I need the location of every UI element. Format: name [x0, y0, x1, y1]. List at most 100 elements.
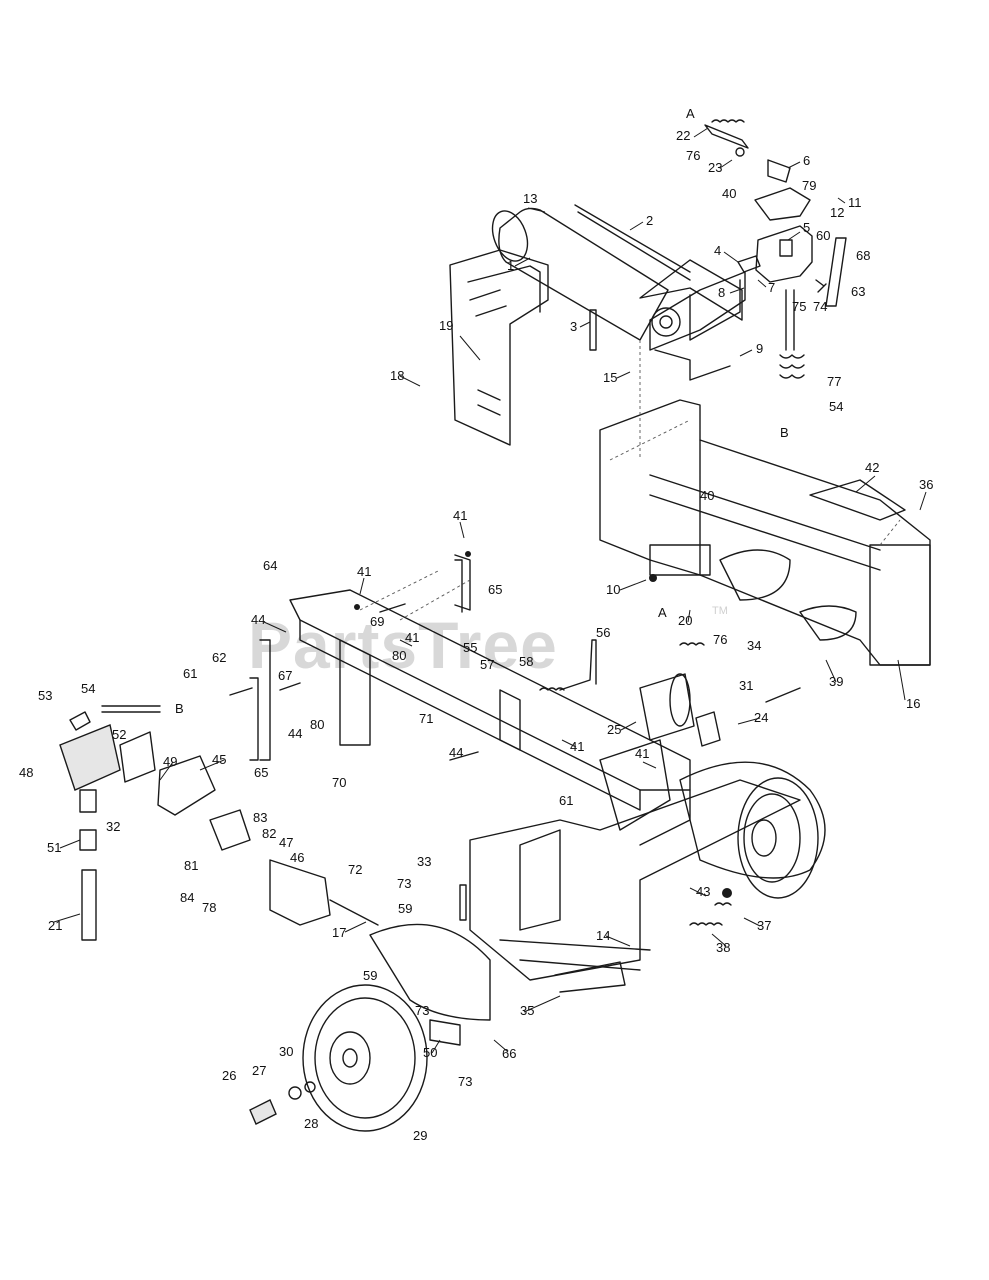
- marker-b-top: B: [780, 425, 789, 440]
- callout-75: 75: [792, 299, 806, 314]
- callout-41e: 41: [635, 746, 649, 761]
- axle-assembly: [369, 761, 826, 1046]
- pump-icon: [59, 705, 379, 941]
- callout-45: 45: [212, 752, 226, 767]
- callout-38: 38: [716, 940, 730, 955]
- control-valve-icon: [704, 119, 847, 379]
- callout-1: 1: [507, 258, 514, 273]
- callout-37: 37: [757, 918, 771, 933]
- callout-59: 59: [398, 901, 412, 916]
- callout-2: 2: [646, 213, 653, 228]
- hydraulic-cylinder-icon: [491, 204, 746, 381]
- callout-78: 78: [202, 900, 216, 915]
- callout-28: 28: [304, 1116, 318, 1131]
- callout-70: 70: [332, 775, 346, 790]
- leader-lines: [53, 127, 927, 1054]
- callout-44b: 44: [288, 726, 302, 741]
- callout-77: 77: [827, 374, 841, 389]
- mounting-bracket-19: [449, 249, 549, 446]
- beam-assembly: [599, 399, 931, 666]
- callout-57: 57: [480, 657, 494, 672]
- callout-6: 6: [803, 153, 810, 168]
- callout-10: 10: [606, 582, 620, 597]
- callout-4: 4: [714, 243, 721, 258]
- callout-73c: 73: [458, 1074, 472, 1089]
- callout-80: 80: [392, 648, 406, 663]
- callout-41b: 41: [357, 564, 371, 579]
- callout-labels: 1 2 3 4 5 6 7 8 9 10 11 12 13 14 15 16 1…: [19, 106, 933, 1143]
- callout-7: 7: [768, 280, 775, 295]
- callout-32: 32: [106, 819, 120, 834]
- callout-12: 12: [830, 205, 844, 220]
- callout-27: 27: [252, 1063, 266, 1078]
- wheel-icon: [302, 777, 819, 1132]
- callout-17: 17: [332, 925, 346, 940]
- marker-a-mid: A: [658, 605, 667, 620]
- callout-16: 16: [906, 696, 920, 711]
- callout-54b: 54: [829, 399, 843, 414]
- callout-67: 67: [278, 668, 292, 683]
- callout-61: 61: [183, 666, 197, 681]
- callout-20: 20: [678, 613, 692, 628]
- callout-42: 42: [865, 460, 879, 475]
- callout-5: 5: [803, 220, 810, 235]
- callout-41c: 41: [405, 630, 419, 645]
- callout-18: 18: [390, 368, 404, 383]
- callout-64: 64: [263, 558, 277, 573]
- callout-23: 23: [708, 160, 722, 175]
- callout-50: 50: [423, 1045, 437, 1060]
- callout-49: 49: [163, 754, 177, 769]
- callout-31: 31: [739, 678, 753, 693]
- callout-73b: 73: [415, 1003, 429, 1018]
- callout-69: 69: [370, 614, 384, 629]
- callout-55: 55: [463, 640, 477, 655]
- assembly-line: [359, 340, 901, 621]
- callout-54: 54: [81, 681, 95, 696]
- callout-29: 29: [413, 1128, 427, 1143]
- callout-76: 76: [686, 148, 700, 163]
- callout-21: 21: [48, 918, 62, 933]
- callout-30: 30: [279, 1044, 293, 1059]
- filter-icon: [639, 642, 721, 747]
- callout-41d: 41: [570, 739, 584, 754]
- callout-59b: 59: [363, 968, 377, 983]
- callout-34: 34: [747, 638, 761, 653]
- callout-25: 25: [607, 722, 621, 737]
- callout-40b: 40: [700, 488, 714, 503]
- callout-61b: 61: [559, 793, 573, 808]
- callout-22: 22: [676, 128, 690, 143]
- callout-71: 71: [419, 711, 433, 726]
- callout-47: 47: [279, 835, 293, 850]
- callout-74: 74: [813, 299, 827, 314]
- callout-3: 3: [570, 319, 577, 334]
- callout-33: 33: [417, 854, 431, 869]
- hub-parts: [249, 1081, 316, 1125]
- callout-44c: 44: [449, 745, 463, 760]
- callout-8: 8: [718, 285, 725, 300]
- callout-60: 60: [816, 228, 830, 243]
- callout-68: 68: [856, 248, 870, 263]
- watermark-trademark: TM: [712, 605, 728, 617]
- callout-44: 44: [251, 612, 265, 627]
- callout-76b: 76: [713, 632, 727, 647]
- callout-53: 53: [38, 688, 52, 703]
- callout-51: 51: [47, 840, 61, 855]
- callout-84: 84: [180, 890, 194, 905]
- callout-24: 24: [754, 710, 768, 725]
- callout-9: 9: [756, 341, 763, 356]
- frame-tongue: [259, 554, 691, 846]
- callout-65b: 65: [254, 765, 268, 780]
- callout-72: 72: [348, 862, 362, 877]
- callout-13: 13: [523, 191, 537, 206]
- callout-40: 40: [722, 186, 736, 201]
- callout-65: 65: [488, 582, 502, 597]
- callout-48: 48: [19, 765, 33, 780]
- callout-82: 82: [262, 826, 276, 841]
- callout-52: 52: [112, 727, 126, 742]
- callout-14: 14: [596, 928, 610, 943]
- callout-63: 63: [851, 284, 865, 299]
- marker-a-top: A: [686, 106, 695, 121]
- callout-36: 36: [919, 477, 933, 492]
- callout-73: 73: [397, 876, 411, 891]
